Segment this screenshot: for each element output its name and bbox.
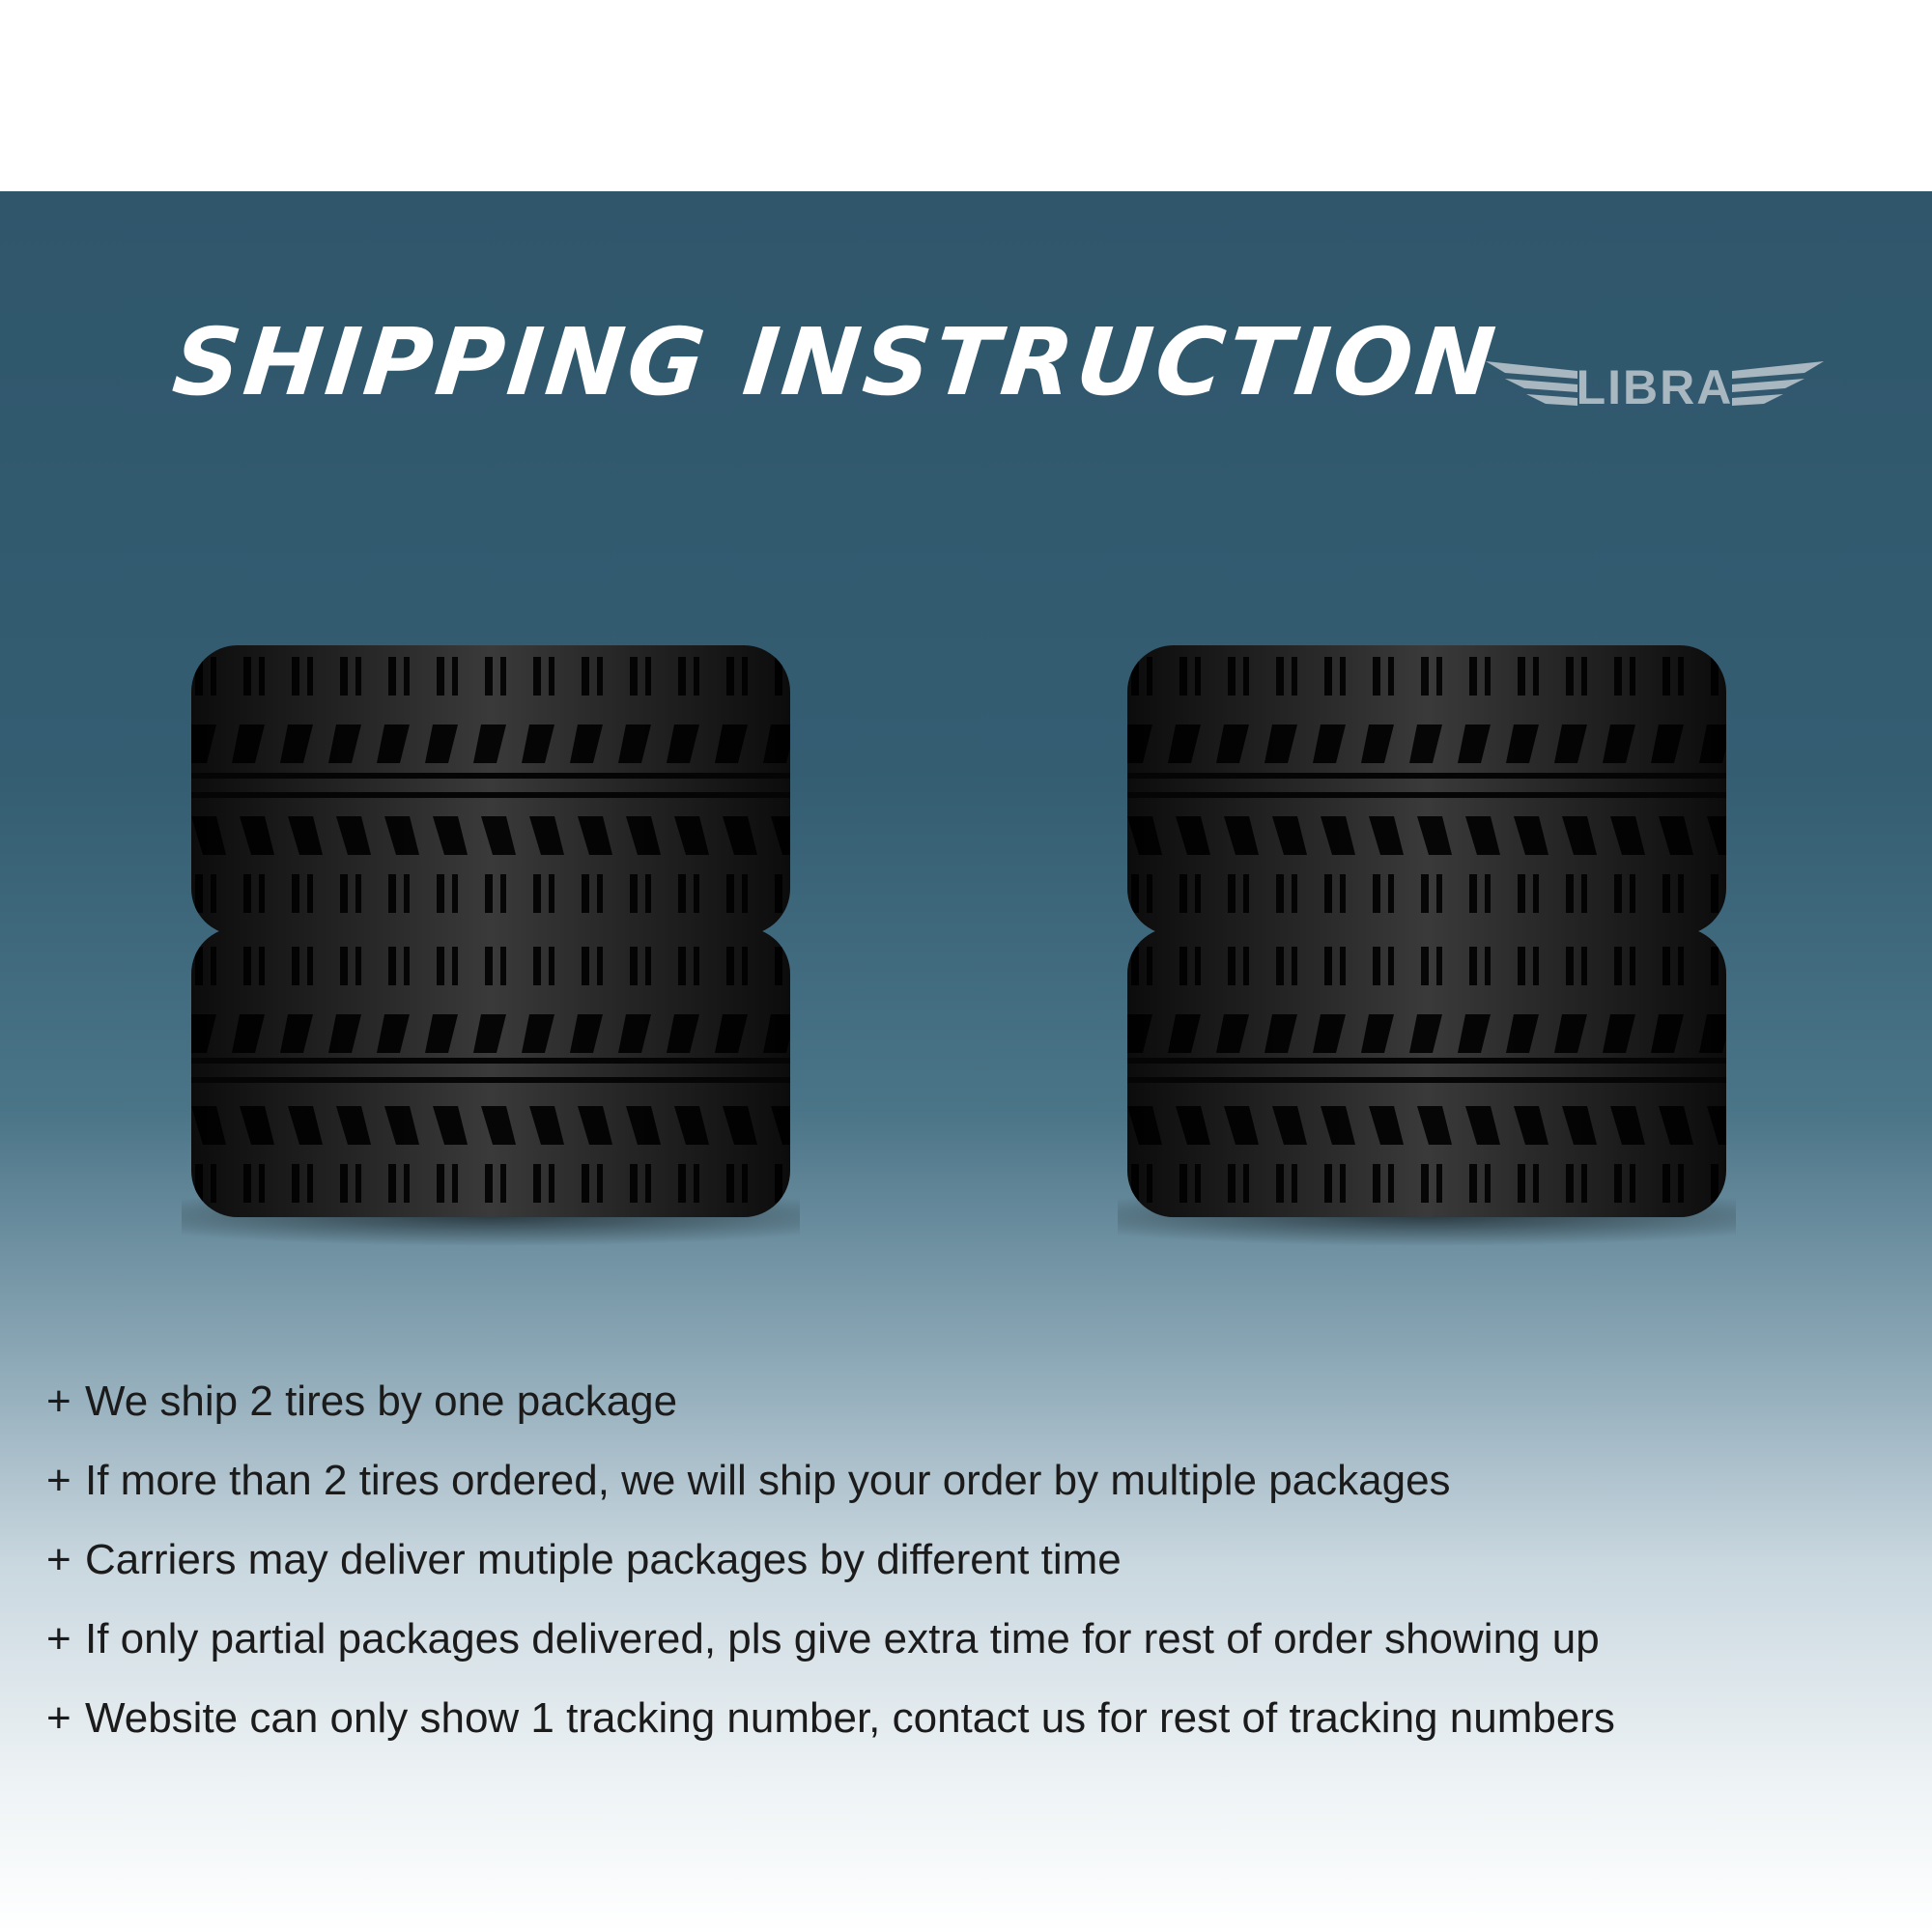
list-item: + If only partial packages delivered, pls…: [46, 1600, 1882, 1679]
tire-stack-icon: [1118, 645, 1736, 1246]
list-item-text: Website can only show 1 tracking number,…: [85, 1694, 1615, 1742]
libra-logo: LIBRA: [1486, 360, 1824, 412]
list-item-text: We ship 2 tires by one package: [85, 1378, 678, 1425]
plus-marker: +: [46, 1694, 71, 1742]
plus-marker: +: [46, 1536, 71, 1583]
plus-marker: +: [46, 1457, 71, 1504]
list-item-text: If only partial packages delivered, pls …: [85, 1615, 1600, 1662]
list-item-text: Carriers may deliver mutiple packages by…: [85, 1536, 1122, 1583]
shipping-notes-list: + We ship 2 tires by one package + If more…: [46, 1362, 1882, 1758]
list-item: + If more than 2 tires ordered, we will s…: [46, 1441, 1882, 1520]
list-item: + Carriers may deliver mutiple packages b…: [46, 1520, 1882, 1600]
tire-stack-right: [1118, 638, 1736, 1256]
list-item: + Website can only show 1 tracking number…: [46, 1679, 1882, 1758]
logo-text: LIBRA: [1577, 360, 1734, 412]
page-title: SHIPPING INSTRUCTION: [168, 308, 1504, 416]
plus-marker: +: [46, 1615, 71, 1662]
plus-marker: +: [46, 1378, 71, 1425]
tire-stack-left: [182, 638, 800, 1256]
list-item: + We ship 2 tires by one package: [46, 1362, 1882, 1441]
list-item-text: If more than 2 tires ordered, we will sh…: [85, 1457, 1451, 1504]
tire-stack-icon: [182, 645, 800, 1246]
